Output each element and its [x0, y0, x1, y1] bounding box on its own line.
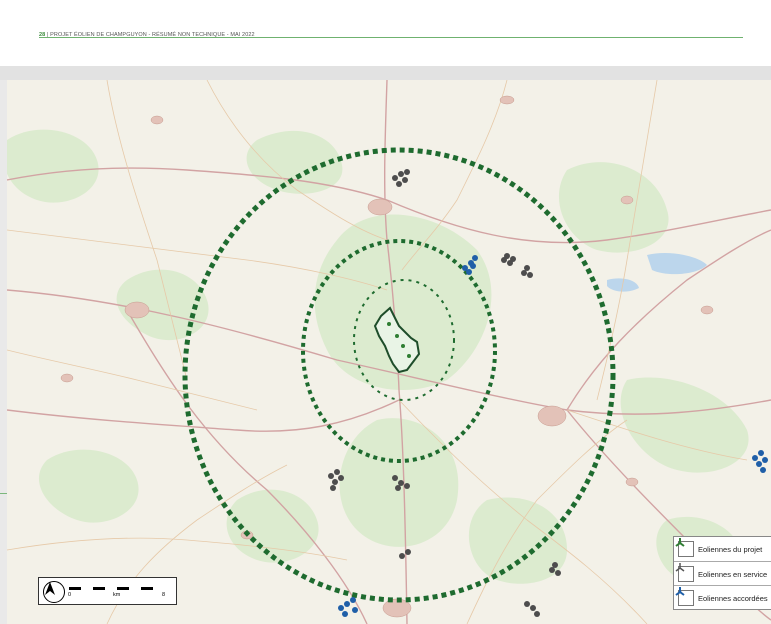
scale-unit-label: km — [113, 592, 121, 598]
legend-label: Eoliennes en service — [698, 569, 768, 579]
header-rule — [39, 37, 743, 38]
legend-label: Eoliennes accordées — [698, 593, 768, 603]
legend-item-operating-turbines: Eoliennes en service — [674, 561, 771, 586]
scale-bar: 0 km 8 — [38, 577, 177, 605]
north-arrow-icon — [43, 581, 65, 603]
running-title: PROJET ÉOLIEN DE CHAMPGUYON - RÉSUMÉ NON… — [50, 32, 255, 38]
wind-turbine-approved-icon — [675, 587, 694, 606]
topographic-map[interactable]: Eoliennes du projet Eoliennes en service… — [7, 80, 771, 624]
forest-areas — [7, 129, 749, 584]
wind-turbine-operating-icon — [675, 563, 694, 582]
running-header: 28 | PROJET ÉOLIEN DE CHAMPGUYON - RÉSUM… — [39, 32, 255, 38]
map-top-band — [0, 66, 771, 80]
legend-label: Eoliennes du projet — [698, 544, 763, 554]
scale-end-label: 8 — [162, 592, 166, 598]
map-frame: Eoliennes du projet Eoliennes en service… — [0, 66, 771, 624]
scale-bar-ruler — [69, 587, 165, 590]
project-turbines — [387, 322, 411, 358]
approved-turbine-clusters — [338, 255, 768, 617]
legend-item-approved-turbines: Eoliennes accordées — [674, 585, 771, 610]
buffer-ring-outer — [182, 147, 616, 603]
minor-roads — [7, 80, 748, 624]
buffer-ring-inner — [353, 279, 455, 401]
wind-turbine-project-icon — [675, 538, 694, 557]
page-number: 28 — [39, 32, 46, 38]
map-legend: Eoliennes du projet Eoliennes en service… — [673, 536, 771, 610]
towns — [60, 95, 714, 618]
page-header: 28 | PROJET ÉOLIEN DE CHAMPGUYON - RÉSUM… — [0, 0, 771, 66]
buffer-ring-middle — [301, 239, 497, 463]
scale-start-label: 0 — [68, 592, 72, 598]
distance-buffers — [182, 147, 616, 603]
legend-item-project-turbines: Eoliennes du projet — [674, 537, 771, 561]
map-canvas — [7, 80, 771, 624]
header-separator: | — [46, 32, 51, 38]
